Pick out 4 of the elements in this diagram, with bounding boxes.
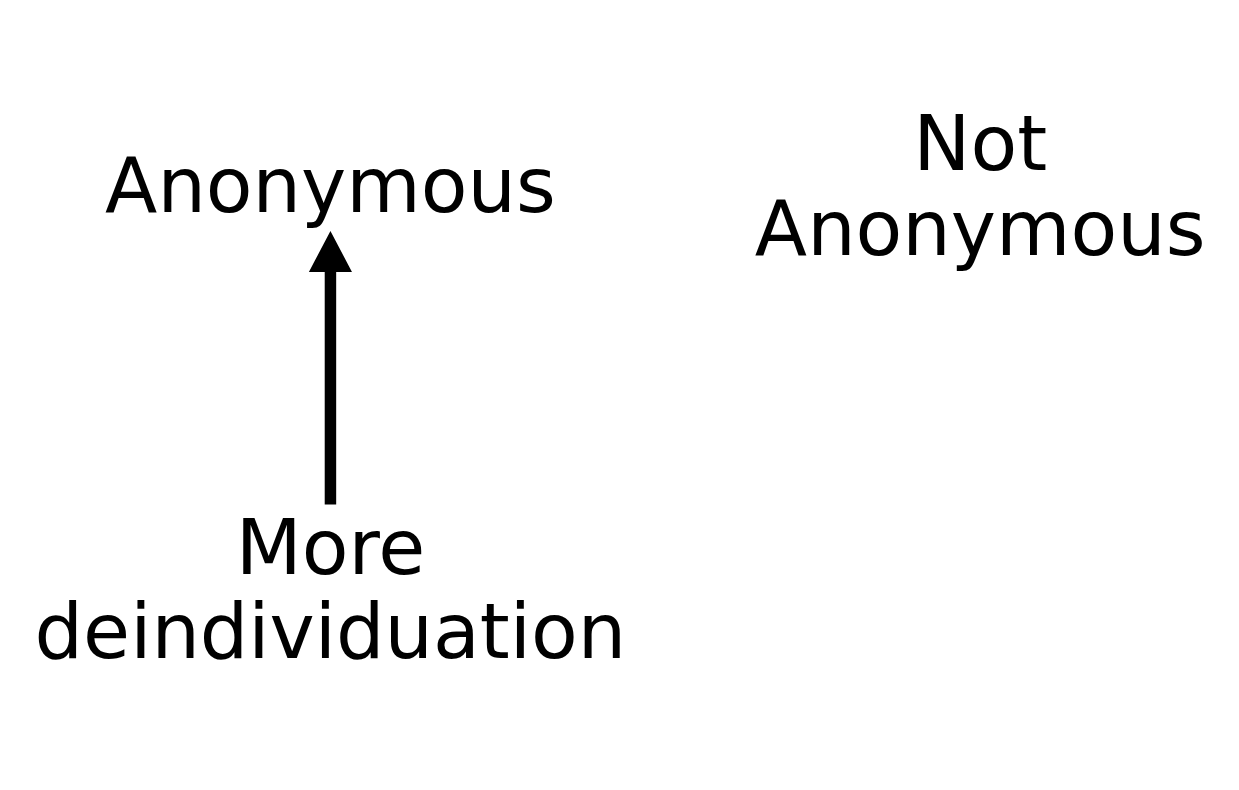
node-text: More deindividuation — [34, 502, 627, 676]
node-text: Anonymous — [105, 141, 556, 231]
arrow — [308, 230, 352, 505]
label: Not Anonymous — [754, 99, 1206, 273]
